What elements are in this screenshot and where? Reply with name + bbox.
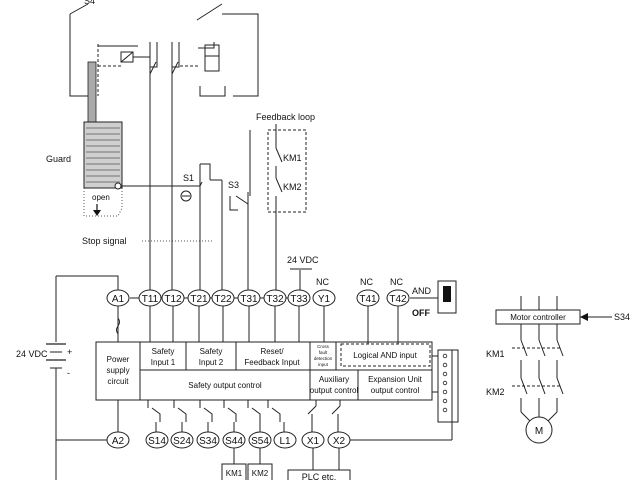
terminal-t33-label: T33 [290, 294, 308, 305]
terminal-s24-label: S24 [173, 436, 191, 447]
guard: Guard open [46, 61, 123, 217]
logical-and-label: Logical AND input [353, 351, 417, 360]
terminal-t42-label: T42 [389, 294, 407, 305]
s4-label: S4 [84, 0, 95, 6]
nc-y1-label: NC [316, 277, 329, 287]
bottom-terminal-row: A2 S14 S24 S34 S44 S54 L1 X1 X2 KM1 KM2 … [56, 400, 453, 480]
power-label-1: Power [107, 355, 130, 364]
nc-t42-label: NC [390, 277, 403, 287]
terminal-s14 [145, 431, 169, 449]
terminal-x2-label: X2 [333, 436, 346, 447]
motor-controller-label: Motor controller [510, 313, 566, 322]
open-arrow-icon [93, 210, 101, 216]
guard-label: Guard [46, 154, 71, 164]
reset-label-a: Reset/ [260, 347, 284, 356]
safety-output-label: Safety output control [188, 381, 262, 390]
output-transistors [147, 399, 341, 432]
cross-label-c: detection [314, 356, 333, 361]
plus-label: + [67, 347, 72, 357]
km1-coil-label: KM1 [226, 469, 243, 478]
terminal-t22-label: T22 [214, 294, 232, 305]
aux-label-b: output control [310, 386, 359, 395]
s1-label: S1 [183, 173, 194, 183]
plc-label: PLC etc. [302, 472, 337, 480]
terminal-a2-label: A2 [112, 436, 125, 447]
minus-label: - [67, 368, 70, 378]
terminal-s24 [170, 431, 194, 449]
off-label: OFF [412, 308, 430, 318]
safety1-label-b: Input 1 [151, 358, 176, 367]
feedback-loop-label: Feedback loop [256, 112, 315, 122]
terminal-t12-label: T12 [164, 294, 182, 305]
arrow-left-icon [580, 313, 588, 321]
input-wires: 24 VDC NC NC NC AND OFF [149, 42, 457, 318]
exp-label-b: output control [371, 386, 420, 395]
terminal-l1 [273, 431, 297, 449]
reset-label-b: Feedback Input [244, 358, 300, 367]
stop-signal-label: Stop signal [82, 236, 127, 246]
top-terminal-row: A1 T11 T12 T21 T22 T31 T32 T33 Y1 T41 T4… [106, 289, 410, 307]
module-body: Power supply circuit Safety Input 1 Safe… [95, 306, 459, 423]
and-label: AND [412, 286, 432, 296]
switch-knob-icon [443, 286, 451, 302]
km2-coil-label: KM2 [252, 469, 269, 478]
terminal-a1-label: A1 [112, 294, 125, 305]
fb-km2-label: KM2 [283, 182, 302, 192]
safety1-label-a: Safety [152, 347, 175, 356]
terminal-s34 [196, 431, 220, 449]
motor-s34-label: S34 [614, 312, 630, 322]
plc-box [287, 469, 351, 480]
motor-m-label: M [535, 426, 543, 437]
cross-label-b: fault [319, 350, 328, 355]
fb-km1-label: KM1 [283, 153, 302, 163]
power-label-2: supply [106, 366, 129, 375]
feedback-loop: Feedback loop KM1 KM2 [249, 112, 315, 290]
motor-km1-label: KM1 [486, 349, 505, 359]
terminal-l1-label: L1 [279, 436, 291, 447]
terminal-s44-label: S44 [225, 436, 243, 447]
vdc-left-label: 24 VDC [16, 349, 48, 359]
motor-circuit: Motor controller S34 KM1 KM2 M [486, 296, 630, 444]
km2-coil-box [247, 463, 273, 480]
terminal-t11-label: T11 [142, 294, 159, 305]
power-supply: 24 VDC + - [16, 275, 119, 480]
terminal-s14-label: S14 [148, 436, 166, 447]
terminal-t21-label: T21 [190, 294, 208, 305]
terminal-t31-label: T31 [240, 294, 258, 305]
safety2-label-a: Safety [200, 347, 223, 356]
km1-coil-box [221, 463, 247, 480]
vdc-top-label: 24 VDC [287, 255, 319, 265]
cross-label-d: input [318, 362, 329, 367]
open-label: open [92, 193, 110, 202]
terminal-s34-label: S34 [199, 436, 217, 447]
door-switch-assembly: S4 [69, 0, 259, 97]
cross-label-a: Cross [317, 344, 330, 349]
s3-label: S3 [228, 180, 239, 190]
motor-km2-label: KM2 [486, 387, 505, 397]
aux-label-a: Auxiliary [319, 375, 349, 384]
terminal-a2 [106, 431, 130, 449]
motor-icon [525, 416, 553, 444]
terminal-t32-label: T32 [266, 294, 284, 305]
safety2-label-b: Input 2 [199, 358, 224, 367]
terminal-s54-label: S54 [251, 436, 269, 447]
terminal-x1-label: X1 [307, 436, 320, 447]
terminal-y1-label: Y1 [318, 294, 331, 305]
exp-label-a: Expansion Unit [368, 375, 423, 384]
power-label-3: circuit [108, 377, 130, 386]
terminal-t41-label: T41 [359, 294, 377, 305]
nc-t41-label: NC [360, 277, 373, 287]
